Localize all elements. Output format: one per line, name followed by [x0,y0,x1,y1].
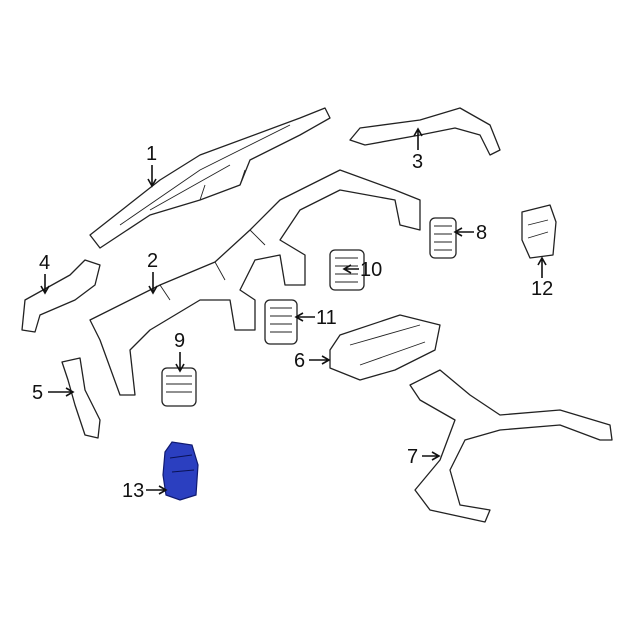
svg-text:7: 7 [407,446,418,468]
callout-3: 3 [412,127,423,173]
svg-text:1: 1 [146,143,157,165]
svg-text:11: 11 [316,307,337,329]
part-11-vent[interactable] [264,299,298,345]
part-13-vent-highlighted[interactable] [162,441,199,501]
svg-text:5: 5 [32,382,43,404]
part-3-upper-duct[interactable] [349,107,501,156]
svg-text:4: 4 [39,252,50,274]
part-5-lower-left-duct[interactable] [61,357,101,439]
svg-text:12: 12 [531,278,553,300]
part-8-vent[interactable] [429,217,457,259]
svg-text:10: 10 [360,259,382,281]
part-12-vent[interactable] [521,204,557,259]
part-2-main-duct[interactable] [89,169,421,396]
callout-7: 7 [407,446,441,468]
svg-text:2: 2 [147,250,158,272]
part-1-defroster-duct[interactable] [89,107,331,249]
callout-11: 11 [294,307,337,329]
svg-text:8: 8 [476,222,487,244]
svg-text:13: 13 [122,480,144,502]
callout-4: 4 [39,252,50,295]
part-9-vent[interactable] [161,367,197,407]
callout-1: 1 [146,143,157,188]
callout-12: 12 [531,256,553,300]
callout-2: 2 [147,250,158,295]
callout-8: 8 [453,222,487,244]
callout-13: 13 [122,480,168,502]
callout-6: 6 [294,350,331,372]
callout-10: 10 [342,259,382,281]
part-4-left-duct[interactable] [21,259,101,333]
svg-text:3: 3 [412,151,423,173]
svg-text:9: 9 [174,330,185,352]
callout-5: 5 [32,382,75,404]
svg-text:6: 6 [294,350,305,372]
part-7-floor-duct[interactable] [409,369,613,523]
part-6-center-duct[interactable] [329,314,441,381]
callout-9: 9 [174,330,185,373]
